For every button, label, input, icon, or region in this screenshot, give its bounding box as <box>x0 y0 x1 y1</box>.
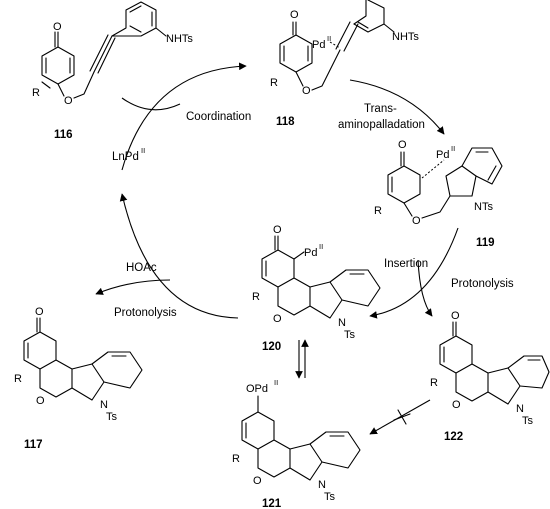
ether-o-119: O <box>412 215 421 227</box>
ether-o-118: O <box>302 85 311 97</box>
arrow-blocked <box>369 399 431 435</box>
arrow-cycle-top <box>121 62 247 171</box>
nhts-118: NHTs <box>392 31 419 43</box>
structure-118: O Pd II O R NHTs <box>270 0 419 97</box>
indole-n-120: N <box>338 317 346 329</box>
arrow-trans-aminopalladation <box>349 79 445 135</box>
pd-ox-120: II <box>319 242 323 251</box>
ether-o-121: O <box>253 475 262 487</box>
nts-119: NTs <box>474 201 493 213</box>
catalyst-ox-state: II <box>141 146 145 155</box>
pd-118: Pd <box>312 39 325 51</box>
ts-120: Ts <box>344 329 356 341</box>
ketone-o-118: O <box>290 9 299 21</box>
ts-117: Ts <box>106 411 118 423</box>
pd-119: Pd <box>436 149 449 161</box>
catalyst-label: LnPd <box>112 151 139 163</box>
label-coordination: Coordination <box>186 111 251 123</box>
structure-121: OPd II O R N Ts <box>232 378 361 503</box>
arrow-protonolysis-122 <box>417 259 433 317</box>
ketone-o-116: O <box>53 21 62 33</box>
r-group-119: R <box>374 205 382 217</box>
pd-ox-119: II <box>451 144 455 153</box>
label-trans-line1: Trans- <box>364 103 397 115</box>
label-protonolysis-right: Protonolysis <box>451 278 514 290</box>
compound-label-121: 121 <box>262 498 282 509</box>
indole-n-121: N <box>318 479 326 491</box>
indole-n-122: N <box>516 403 524 415</box>
r-group-118: R <box>270 77 278 89</box>
opd-121: OPd <box>246 383 268 395</box>
structure-119: O Pd II O R NTs <box>374 139 503 227</box>
compound-label-120: 120 <box>262 341 281 353</box>
r-group-117: R <box>14 373 22 385</box>
label-insertion: Insertion <box>384 258 428 270</box>
label-protonolysis-left: Protonolysis <box>114 307 177 319</box>
compound-label-122: 122 <box>444 431 463 443</box>
compound-label-117: 117 <box>24 439 43 451</box>
ether-o-122: O <box>452 399 461 411</box>
label-hoac: HOAc <box>126 262 157 274</box>
label-trans-line2: aminopalladation <box>338 119 425 131</box>
ketone-o-117: O <box>35 306 44 318</box>
arrow-hoac-117 <box>95 279 171 295</box>
pd-120: Pd <box>304 247 317 259</box>
ketone-o-122: O <box>451 310 460 322</box>
arrow-protonolysis-left <box>119 193 239 319</box>
ether-o-117: O <box>36 395 45 407</box>
compound-label-116: 116 <box>54 129 73 141</box>
nhts-116: NHTs <box>166 33 193 45</box>
blocked-cross-mark <box>393 409 411 425</box>
pd-ox-121: II <box>274 378 278 387</box>
structure-122: O O R N Ts <box>430 310 550 427</box>
structure-117: O O R N Ts <box>14 306 143 423</box>
r-group-121: R <box>232 453 240 465</box>
arrow-insertion <box>369 227 459 319</box>
indole-n-117: N <box>100 399 108 411</box>
ts-122: Ts <box>522 415 534 427</box>
compound-label-119: 119 <box>476 237 495 249</box>
compound-label-118: 118 <box>276 116 295 128</box>
ketone-o-120: O <box>273 224 282 236</box>
r-group-122: R <box>430 377 438 389</box>
ts-121: Ts <box>324 491 336 503</box>
structure-116: O O R NHTs <box>32 1 193 107</box>
ether-o-120: O <box>273 313 282 325</box>
ketone-o-119: O <box>398 139 407 151</box>
ether-o-116: O <box>64 95 73 107</box>
arrow-coordination <box>121 97 181 111</box>
r-group-116: R <box>32 87 40 99</box>
r-group-120: R <box>252 291 260 303</box>
pd-ox-118: II <box>327 34 331 43</box>
structure-120: O Pd II O R N Ts <box>252 224 381 341</box>
